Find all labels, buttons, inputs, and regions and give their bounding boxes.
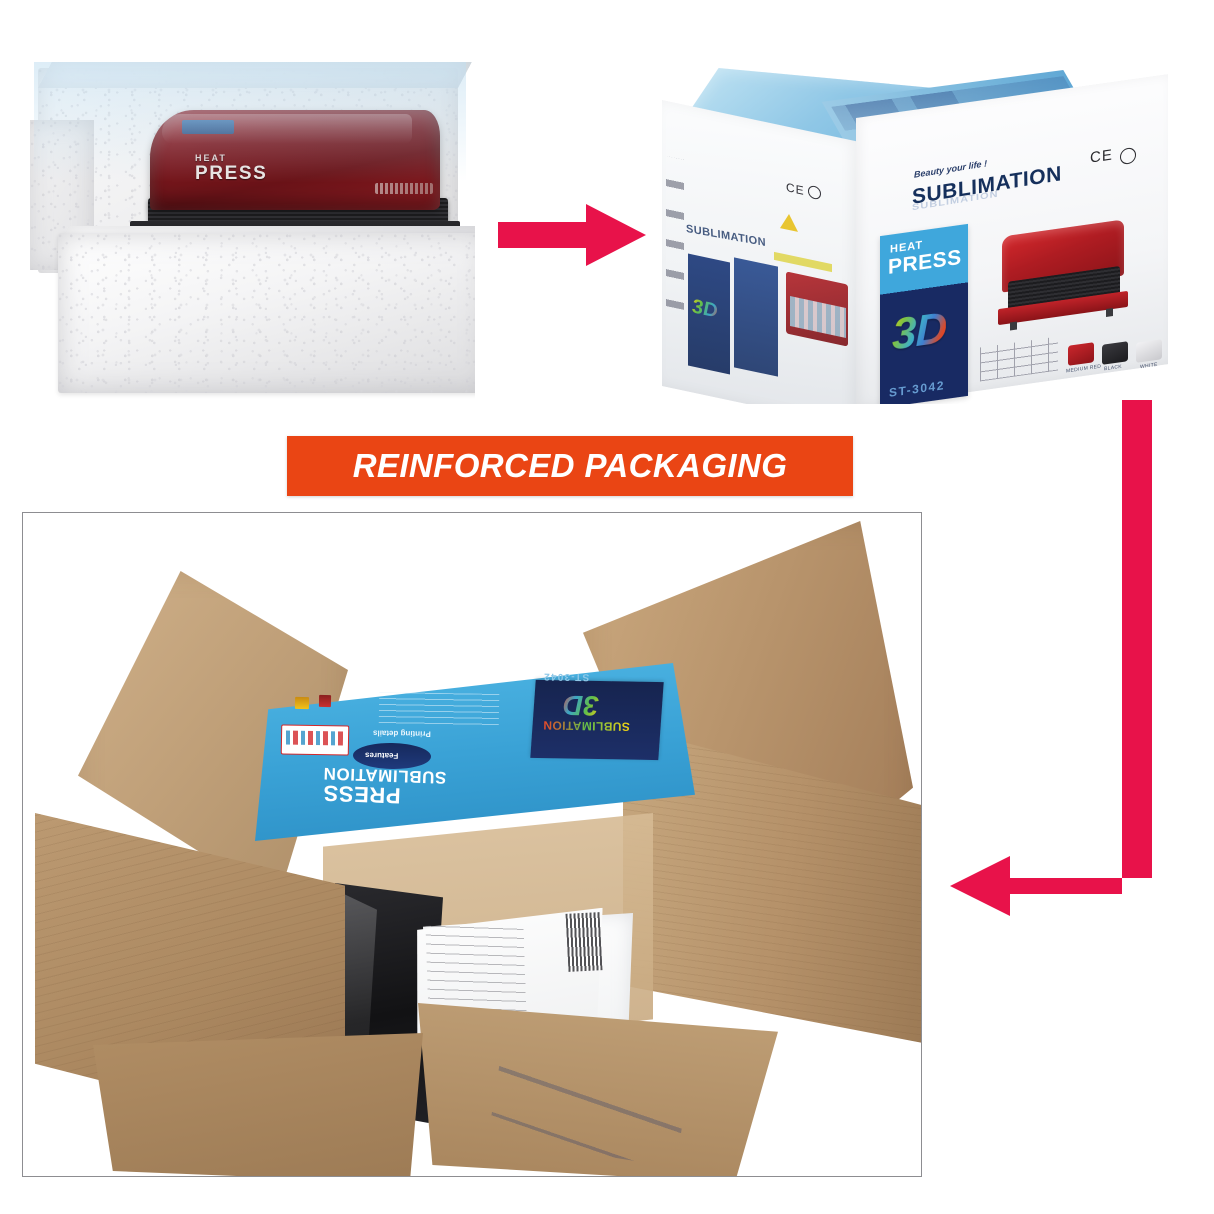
- ce-mark-icon: CE: [1090, 146, 1113, 167]
- variant-swatch-red: [1068, 342, 1094, 366]
- box-model-number: ST-3042: [889, 378, 945, 400]
- foam-rear-top-edge: [38, 62, 472, 88]
- press-heat-text: HEAT: [195, 153, 227, 163]
- shipping-carton-photo: 3D SUBLIMATION ST-3042 SUBLIMATION PRESS…: [22, 512, 922, 1177]
- banner-label: REINFORCED PACKAGING: [352, 447, 788, 484]
- inner-box-model: ST-3042: [542, 670, 590, 683]
- arrow-right-icon: [498, 204, 646, 266]
- box-machine-photo: [988, 211, 1138, 340]
- press-display-panel: [182, 120, 234, 134]
- carton-flap-front-left: [93, 1033, 423, 1176]
- foam-front-block: [58, 233, 475, 393]
- arrow-down-left-icon: [950, 400, 1152, 916]
- inner-box-printing-details-label: Printing details: [372, 728, 431, 739]
- inner-box-spec-lines: [378, 691, 500, 729]
- variant-swatch-white: [1136, 339, 1162, 363]
- box-side-feature-panel: [734, 257, 778, 377]
- press-brand-label: HEAT PRESS: [195, 153, 305, 184]
- barcode-icon: [565, 912, 603, 972]
- box-machine-leg: [1106, 307, 1113, 317]
- carton-flap-front-right: [418, 1003, 778, 1176]
- reinforced-packaging-banner: REINFORCED PACKAGING: [287, 436, 853, 496]
- press-press-text: PRESS: [195, 163, 268, 184]
- press-maker-logo: [375, 183, 433, 194]
- box-3d-logo: 3D: [892, 302, 947, 360]
- inner-box-press-text: PRESS: [322, 780, 401, 809]
- inner-box-3d-logo: 3D: [562, 689, 600, 722]
- inner-box-icon: [294, 696, 310, 710]
- box-front-blue-panel: HEAT PRESS 3D ST-3042: [880, 223, 968, 404]
- foam-texture: [58, 233, 475, 393]
- retail-box-photo: SUBLIMATION CE 3D Beauty your life ! SUB…: [658, 62, 1180, 404]
- inner-box-icon: [318, 694, 332, 708]
- foam-packaging-photo: HEAT PRESS 3D: [30, 58, 475, 403]
- inner-box-brand: SUBLIMATION: [542, 718, 630, 734]
- variant-swatch-black: [1102, 341, 1128, 365]
- inner-box-features-label: Features: [364, 750, 399, 761]
- box-handling-icons: [666, 156, 684, 310]
- box-machine-leg: [1010, 321, 1017, 331]
- variant-label: WHITE: [1140, 361, 1158, 371]
- inner-box-warning-swatches: [284, 730, 344, 746]
